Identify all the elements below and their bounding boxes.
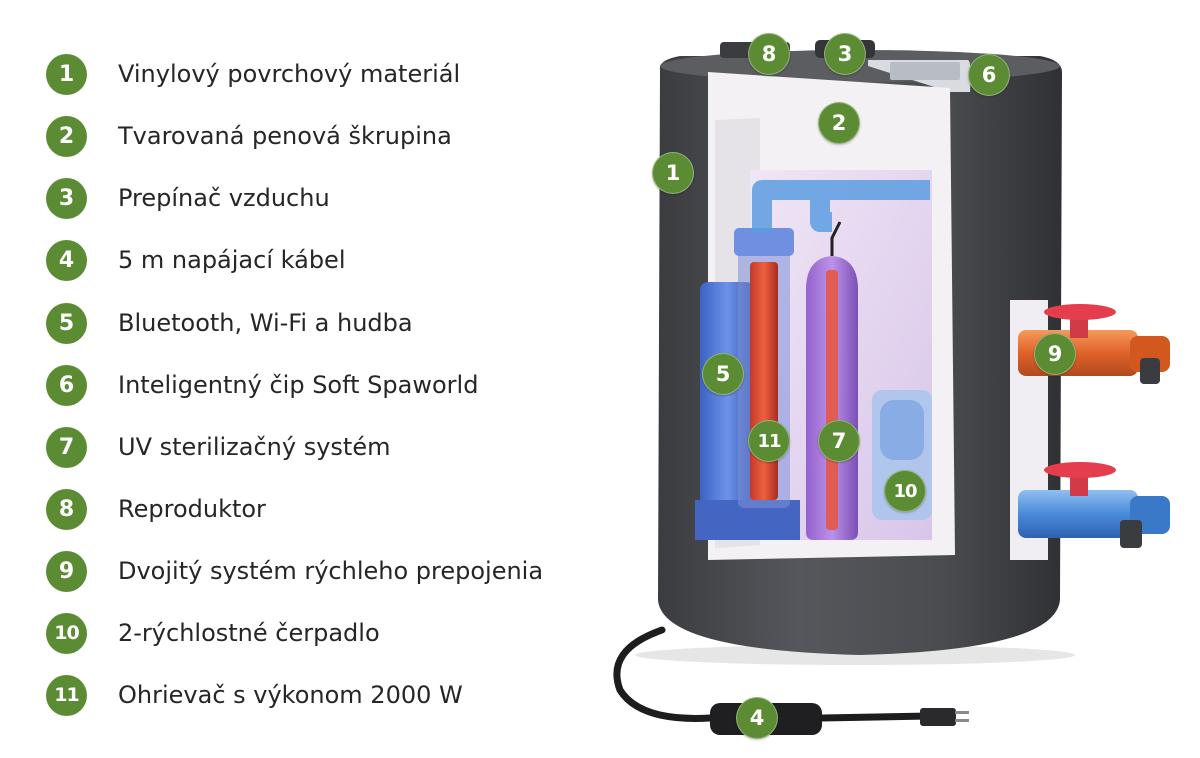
callout-1: 1 [652,152,694,194]
number-badge: 6 [46,364,87,406]
number-badge: 9 [46,550,87,592]
power-cable [613,626,744,722]
legend-label: 2-rýchlostné čerpadlo [118,619,380,647]
callout-10: 10 [884,470,926,512]
callout-3: 3 [824,33,866,75]
ground-shadow [635,645,1075,665]
legend-item: 11 Ohrievač s výkonom 2000 W [46,674,606,716]
number-badge: 7 [46,426,87,468]
number-badge: 1 [46,53,87,95]
plug-prong [955,711,969,714]
legend-label: Vinylový povrchový materiál [118,60,461,88]
legend-item: 7 UV sterilizačný systém [46,426,606,468]
legend-label: Bluetooth, Wi-Fi a hudba [118,309,413,337]
legend-item: 3 Prepínač vzduchu [46,177,606,219]
number-badge: 10 [46,612,87,654]
legend-label: 5 m napájací kábel [118,246,346,274]
legend-item: 9 Dvojitý systém rýchleho prepojenia [46,550,606,592]
spa-pump-cutaway: 1 2 3 4 5 6 7 8 9 10 11 [600,0,1200,758]
hot-clamp [1140,358,1160,384]
legend-item: 1 Vinylový povrchový materiál [46,53,606,95]
legend-item: 6 Inteligentný čip Soft Spaworld [46,364,606,406]
water-pipe [752,180,930,232]
legend-label: Reproduktor [118,495,266,523]
legend-label: Ohrievač s výkonom 2000 W [118,681,463,709]
cold-valve-handle [1044,462,1116,478]
callout-8: 8 [748,33,790,75]
display-screen [890,62,960,80]
legend-label: Prepínač vzduchu [118,184,330,212]
number-badge: 5 [46,302,87,344]
cold-water-connector [1018,490,1138,538]
callout-11: 11 [748,420,790,462]
callout-7: 7 [818,420,860,462]
cold-clamp [1120,520,1142,548]
pump-impeller [880,400,924,460]
heater-cap [734,228,794,256]
callout-4: 4 [736,697,778,739]
spa-pump-illustration [613,40,1170,735]
legend-label: UV sterilizačný systém [118,433,391,461]
callout-6: 6 [968,54,1010,96]
power-plug [920,708,956,726]
legend-item: 5 Bluetooth, Wi-Fi a hudba [46,302,606,344]
number-badge: 2 [46,115,87,157]
number-badge: 8 [46,488,87,530]
legend-item: 10 2-rýchlostné čerpadlo [46,612,606,654]
callout-5: 5 [702,353,744,395]
hot-valve-handle [1044,304,1116,320]
legend-label: Tvarovaná penová škrupina [118,122,452,150]
callout-9: 9 [1034,333,1076,375]
heater-element [750,262,778,500]
legend-item: 4 5 m napájací kábel [46,239,606,281]
number-badge: 11 [46,674,87,716]
power-cable-end [818,712,934,722]
uv-cable [830,221,842,256]
number-badge: 3 [46,177,87,219]
callout-2: 2 [818,102,860,144]
legend-item: 8 Reproduktor [46,488,606,530]
cold-valve-stem [1070,474,1088,496]
hot-valve-stem [1070,316,1088,338]
legend-label: Inteligentný čip Soft Spaworld [118,371,479,399]
uv-lamp [826,270,838,530]
legend-item: 2 Tvarovaná penová škrupina [46,115,606,157]
number-badge: 4 [46,239,87,281]
legend-label: Dvojitý systém rýchleho prepojenia [118,557,544,585]
plug-prong [955,719,969,722]
